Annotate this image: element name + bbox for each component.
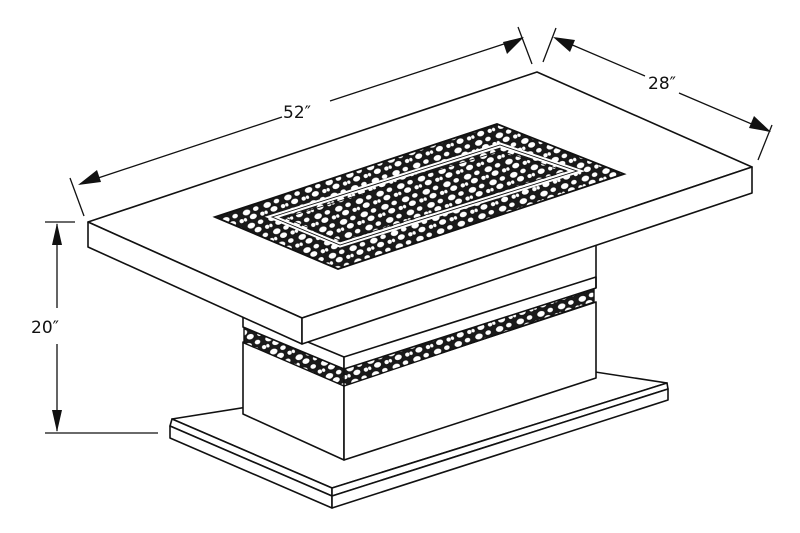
dimension-width: 28″ (542, 27, 773, 161)
pebble-band (243, 285, 595, 388)
fire-pit-pebble-insert (212, 123, 627, 270)
width-label: 28″ (648, 74, 676, 94)
pedestal-upper (242, 243, 597, 370)
height-label: 20″ (31, 318, 59, 338)
length-label: 52″ (283, 103, 311, 123)
dimension-height: 20″ (31, 221, 158, 434)
dimension-length: 52″ (69, 26, 533, 217)
